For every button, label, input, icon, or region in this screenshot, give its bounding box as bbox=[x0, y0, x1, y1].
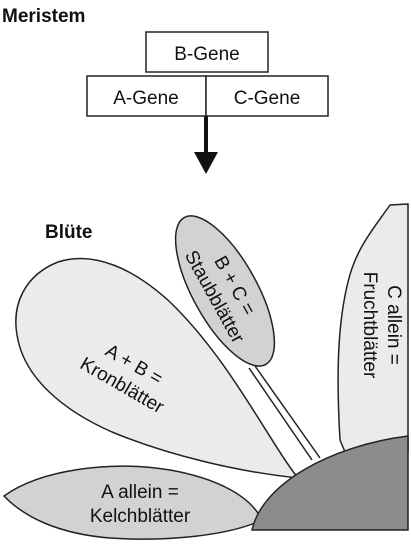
gene-boxes: B-Gene A-Gene C-Gene bbox=[86, 31, 329, 117]
kelchblaetter-label-2: Kelchblätter bbox=[90, 506, 191, 527]
kronblaetter-petal: A + B = Kronblätter bbox=[15, 257, 300, 479]
kelchblaetter-sepal: A allein = Kelchblätter bbox=[2, 465, 264, 540]
fruchtblaetter-label-2: Fruchtblätter bbox=[359, 272, 380, 379]
down-arrow-icon bbox=[194, 116, 218, 174]
fruchtblaetter-label-1: C allein = bbox=[383, 285, 404, 365]
b-gene-box bbox=[145, 31, 269, 73]
bluetenboden bbox=[251, 435, 409, 531]
kelchblaetter-label-1: A allein = bbox=[101, 482, 179, 503]
meristem-heading: Meristem bbox=[2, 6, 85, 27]
c-gene-label: C-Gene bbox=[234, 88, 301, 109]
bluete-heading: Blüte bbox=[45, 222, 93, 243]
c-gene-box bbox=[205, 75, 329, 117]
a-gene-label: A-Gene bbox=[113, 88, 178, 109]
b-gene-label: B-Gene bbox=[174, 44, 239, 65]
fruchtblaetter-petal: C allein = Fruchtblätter bbox=[337, 203, 409, 453]
staubblatt-filament bbox=[248, 365, 321, 461]
a-gene-box bbox=[86, 75, 207, 117]
